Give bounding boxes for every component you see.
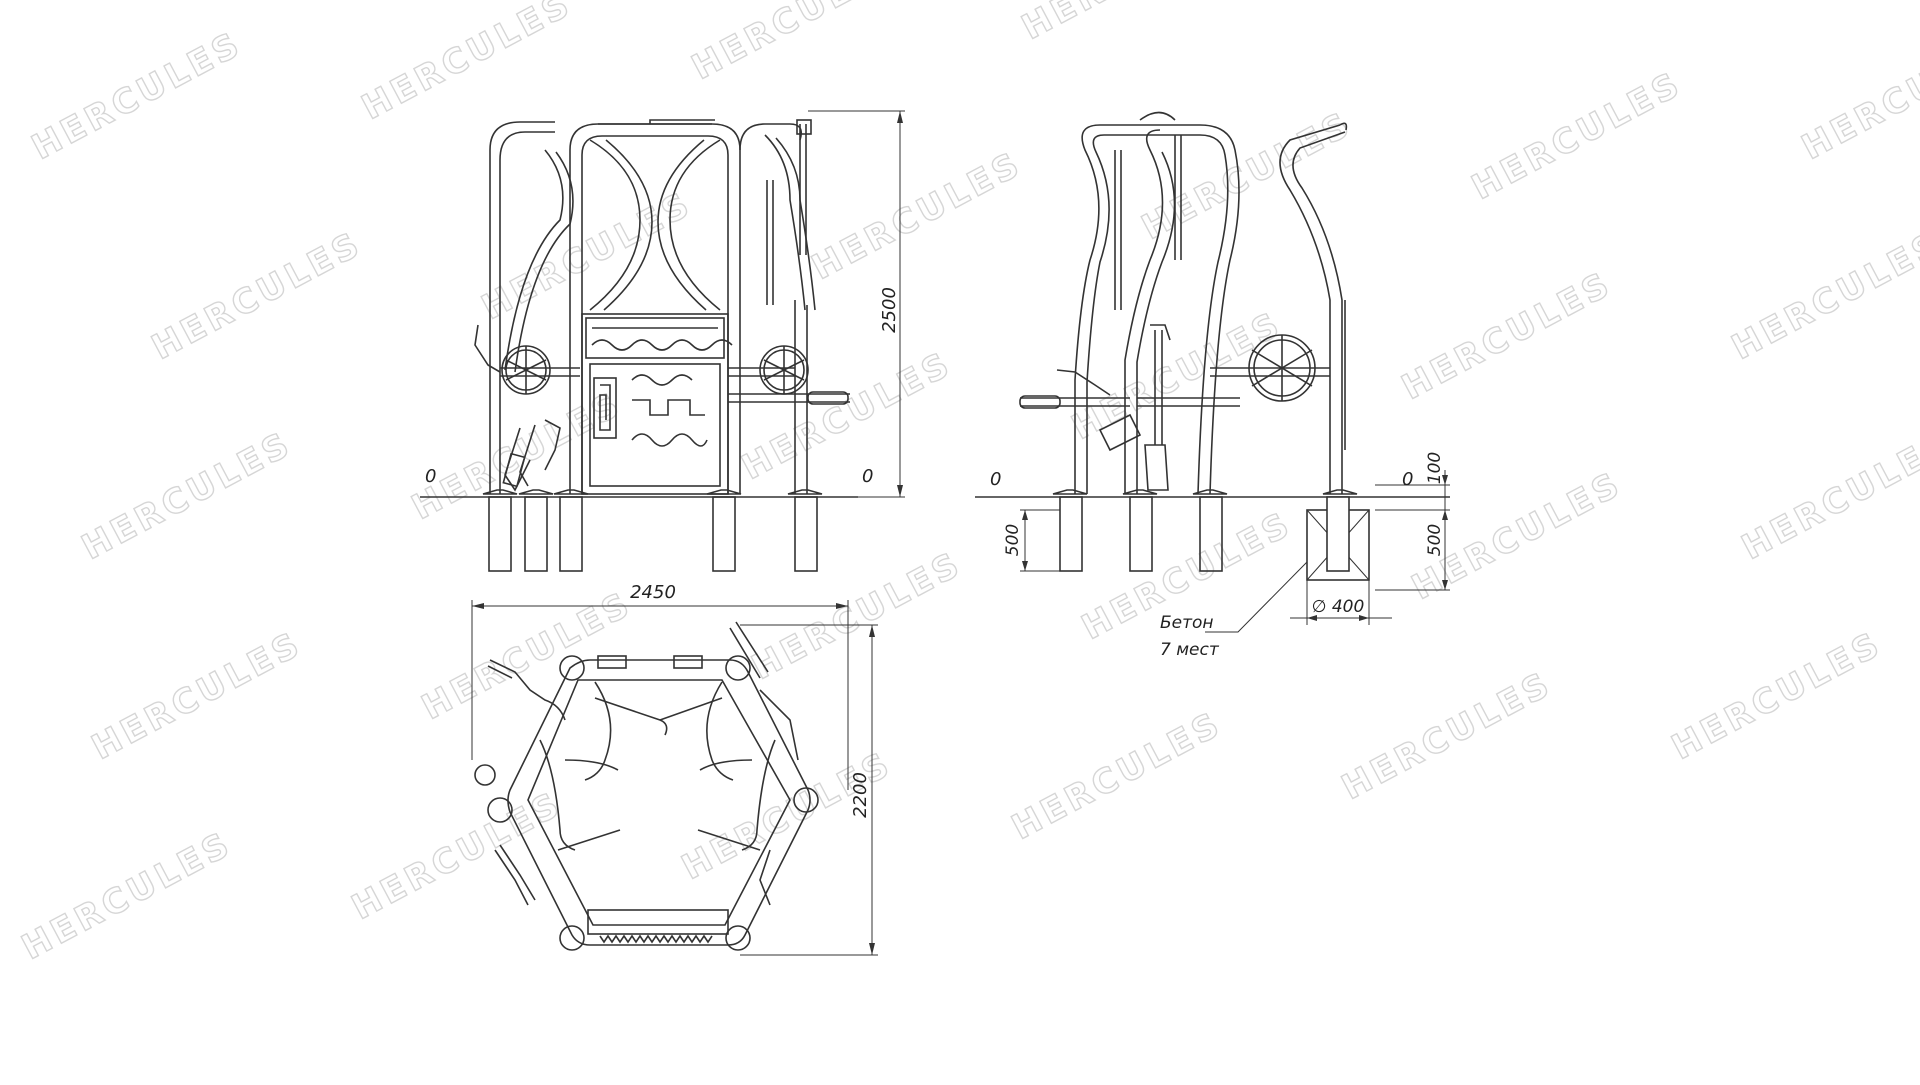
front-frame-left (489, 121, 555, 494)
watermark-text: HERCULES (805, 144, 1028, 288)
top-base-plates (474, 655, 819, 951)
side-level-right: 0 (1402, 469, 1413, 490)
watermark-text: HERCULES (145, 224, 368, 368)
front-level-left: 0 (425, 466, 436, 487)
concrete-note-material: Бетон (1160, 613, 1214, 633)
watermark-text: HERCULES (1395, 264, 1618, 408)
front-level-right: 0 (862, 466, 873, 487)
front-height-dim: 2500 (879, 287, 900, 333)
watermark-text: HERCULES (1665, 624, 1888, 768)
side-dim-500-right: 500 (1425, 524, 1445, 556)
side-foundation-posts (1052, 489, 1358, 572)
watermark-text: HERCULES (1465, 64, 1688, 208)
side-dim-100: 100 (1425, 452, 1445, 484)
top-depth-dim: 2200 (850, 772, 871, 818)
side-level-left: 0 (990, 469, 1001, 490)
watermark-text: HERCULES (1335, 664, 1558, 808)
watermark-text: HERCULES (25, 24, 248, 168)
watermark-text: HERCULES (685, 0, 908, 88)
watermark-text: HERCULES (1345, 0, 1568, 8)
watermark-text: HERCULES (735, 344, 958, 488)
front-view (420, 110, 905, 572)
watermark-layer: HERCULES HERCULES HERCULES HERCULES HERCULES… (15, 0, 1920, 969)
side-view (975, 111, 1450, 633)
top-width-dim: 2450 (630, 582, 676, 603)
watermark-text: HERCULES (355, 0, 578, 128)
watermark-text: HERCULES (1015, 0, 1238, 48)
front-foundation-posts (482, 489, 823, 572)
watermark-text: HERCULES (1735, 424, 1920, 568)
watermark-text: HERCULES (75, 424, 298, 568)
watermark-text: HERCULES (745, 544, 968, 688)
watermark-text: HERCULES (85, 624, 308, 768)
front-activity-panel (581, 313, 729, 495)
watermark-text: HERCULES (15, 824, 238, 968)
watermark-text: HERCULES (1005, 704, 1228, 848)
watermark-text: HERCULES (1795, 24, 1920, 168)
watermark-text: HERCULES (345, 784, 568, 928)
watermark-text: HERCULES (1725, 224, 1920, 368)
top-view (471, 600, 878, 956)
concrete-note-count: 7 мест (1160, 640, 1220, 660)
foundation-diameter: ∅ 400 (1312, 597, 1365, 617)
side-dim-500-left: 500 (1003, 524, 1023, 556)
